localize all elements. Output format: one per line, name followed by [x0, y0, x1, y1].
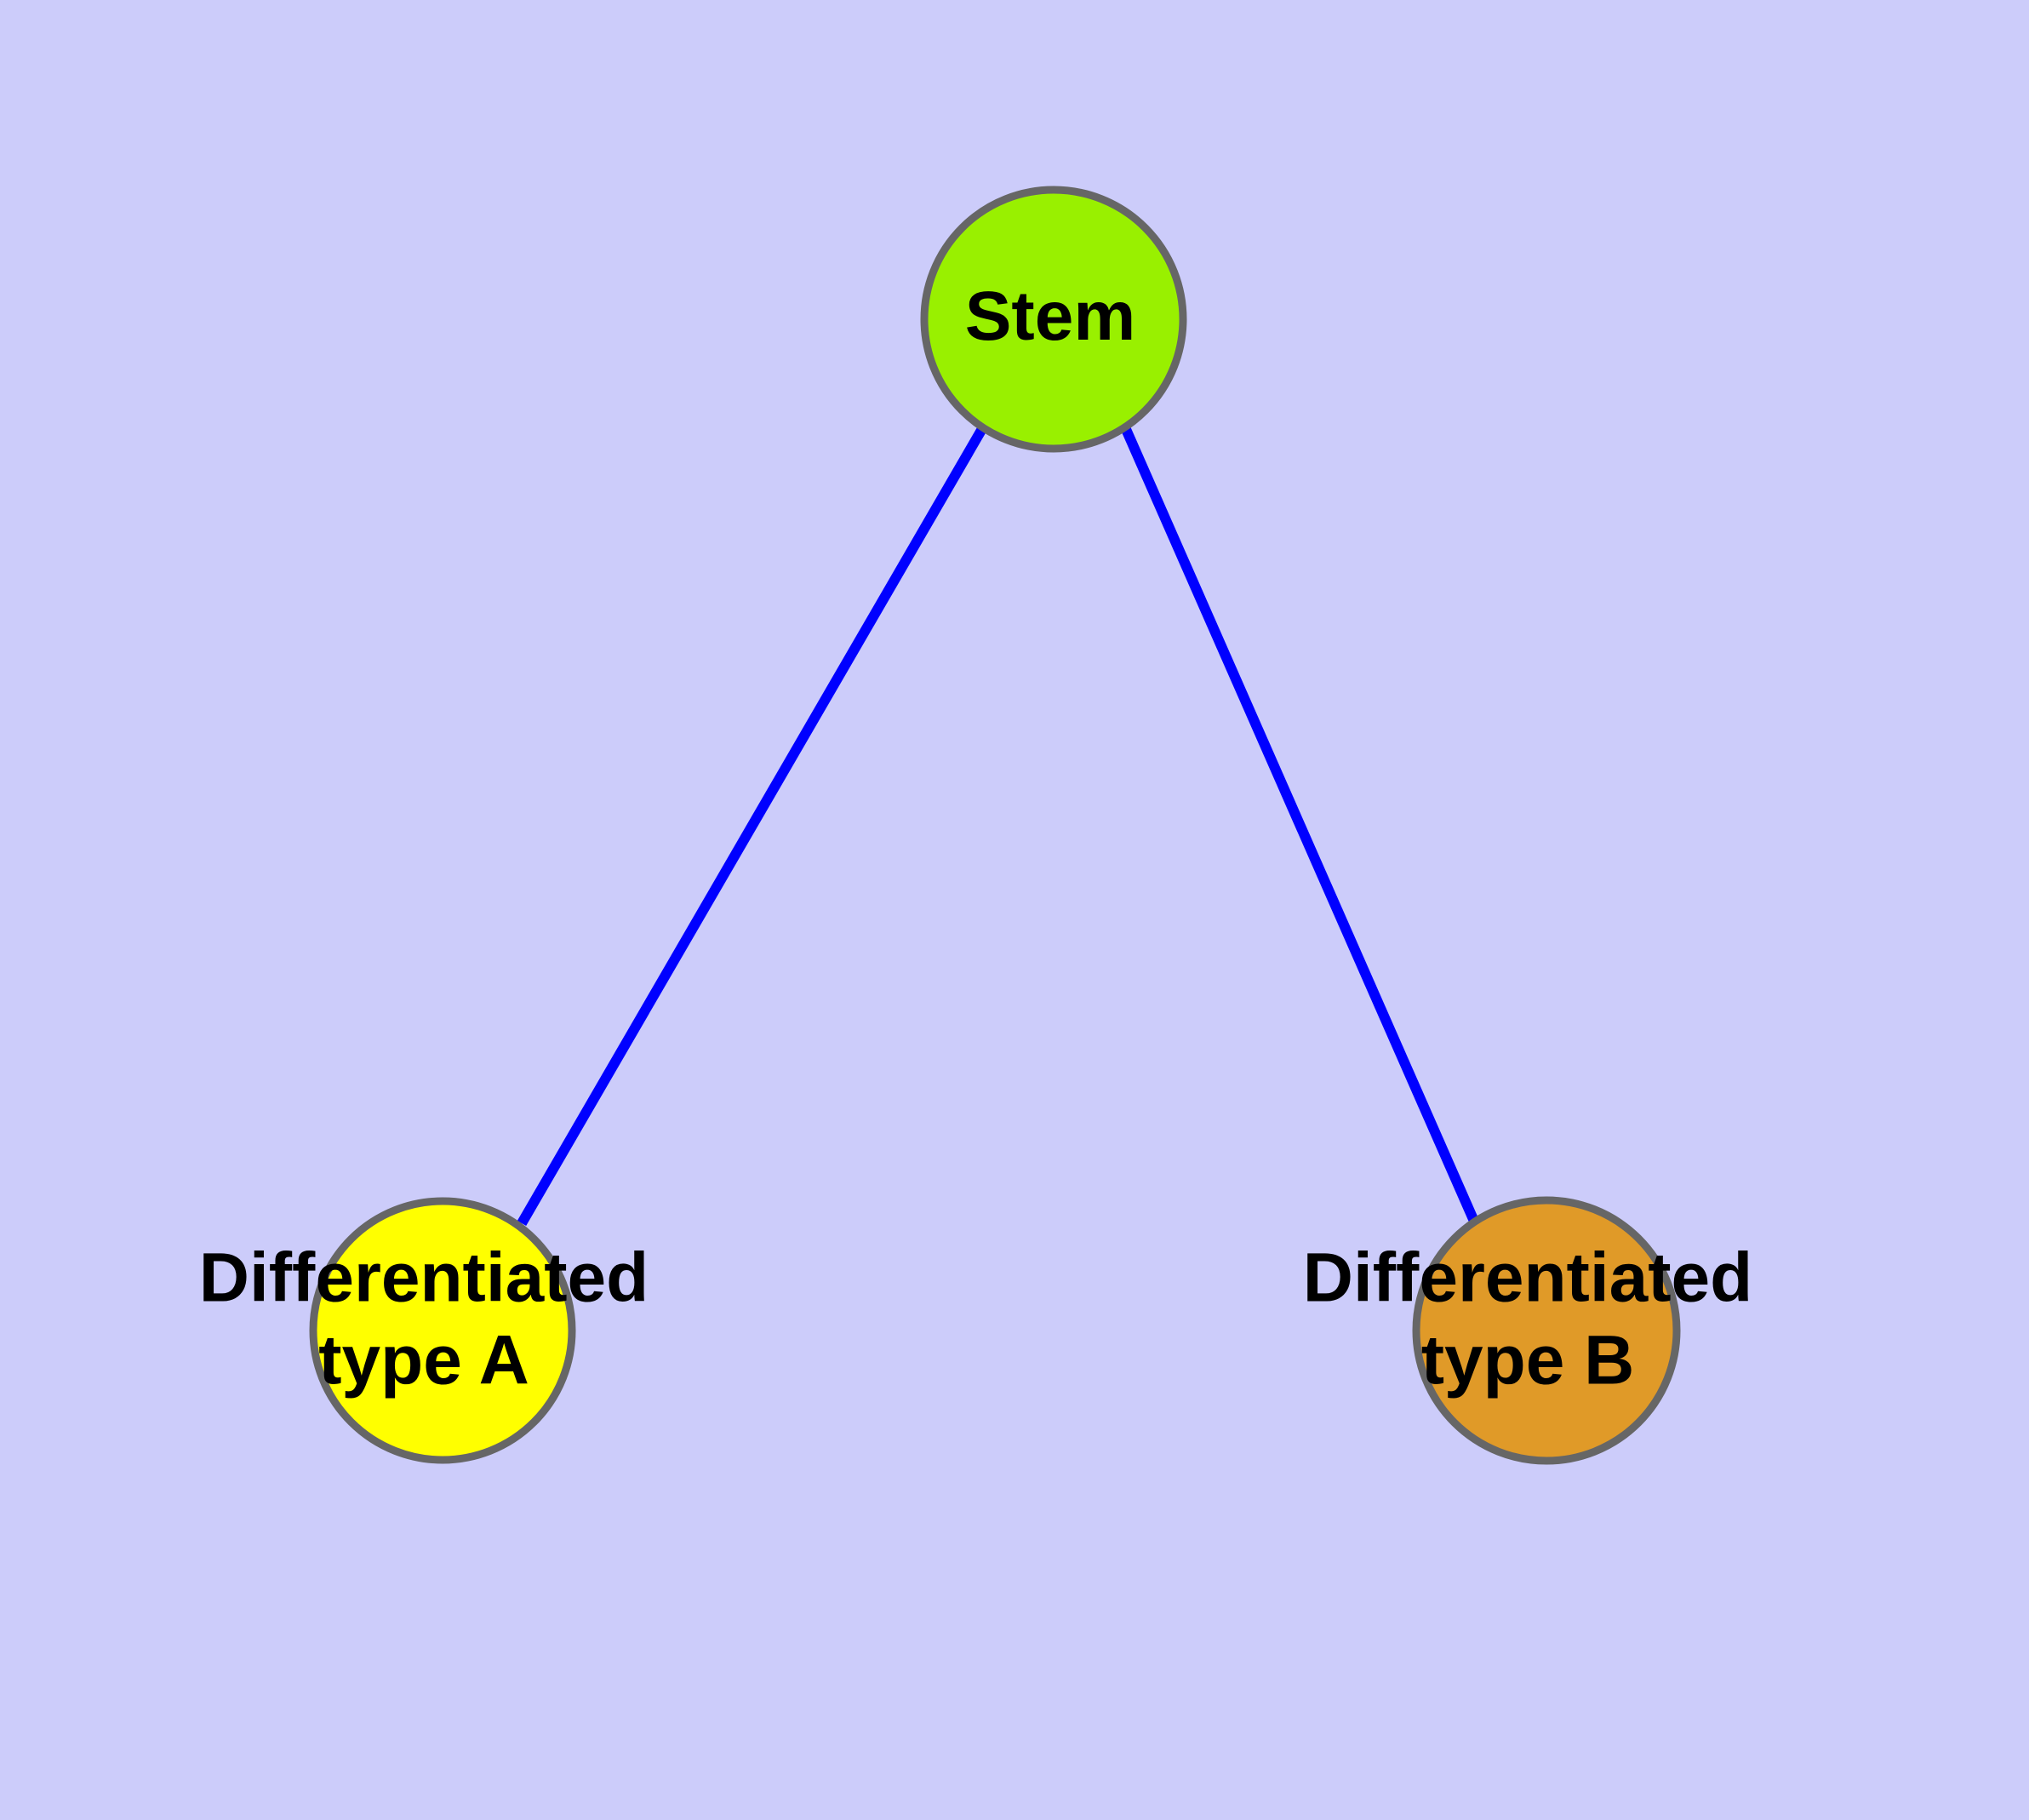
node-label-line: Differentiated [1303, 1239, 1753, 1316]
edge-stem-to-diff-a [517, 424, 988, 1227]
node-stem[interactable] [920, 186, 1187, 453]
edge-stem-to-diff-b [1120, 425, 1481, 1228]
node-label-line: Differentiated [199, 1239, 649, 1316]
nodes-layer [309, 186, 1681, 1465]
node-label-line: type A [318, 1321, 529, 1399]
node-label-line: type B [1421, 1321, 1635, 1399]
node-label-stem: Stem [965, 278, 1136, 355]
node-diff-a[interactable] [309, 1197, 576, 1464]
node-label-line: Stem [965, 278, 1136, 355]
node-diff-b[interactable] [1412, 1196, 1681, 1465]
edges-layer [517, 424, 1481, 1228]
